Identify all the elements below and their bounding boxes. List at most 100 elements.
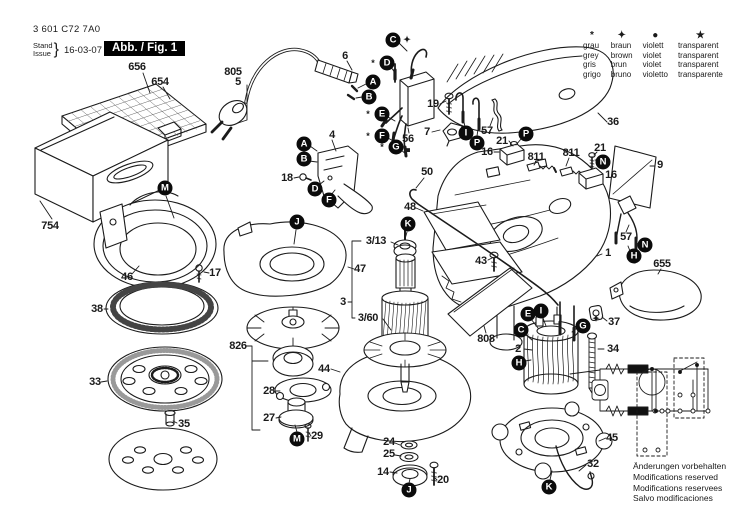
part-label-symbol-56-10: ■ (405, 145, 411, 155)
ref-letter-b-1: B (361, 89, 377, 105)
part-45-brush-plate (491, 401, 613, 480)
ref-letter-k-19: K (400, 216, 416, 232)
ref-letter-p-13: P (518, 126, 534, 142)
legend-term-1-1: brown (610, 50, 633, 60)
part-label-18-7: 18 (281, 172, 293, 184)
part-50-rod (409, 188, 559, 306)
stand-issue: Stand Issue } 16-03-07 (33, 41, 102, 59)
figure-label: Abb. / Fig. 1 (104, 41, 186, 56)
part-label-3-60-44: 3/60 (357, 312, 379, 324)
screw-18 (299, 173, 307, 181)
part-label-29-40: 29 (311, 430, 323, 442)
part-label-3-13-42: 3/13 (365, 235, 387, 247)
part-47-cover (223, 221, 347, 297)
part-label-654-1: 654 (151, 76, 169, 88)
ref-letter-e-20: E (520, 306, 536, 322)
ref-letter-c-2: C (385, 32, 401, 48)
part-label-57-11: 57 (481, 125, 493, 137)
part-label-2-29: 2 (515, 343, 521, 355)
part-655-boot (609, 269, 702, 321)
legend-term-2-2: violet (642, 60, 662, 70)
screw-17 (195, 264, 203, 283)
part-label-27-39: 27 (263, 412, 275, 424)
legend-term-1-2: brun (610, 60, 627, 70)
ref-letter-n-15: N (637, 237, 653, 253)
part-label-46-32: 46 (121, 271, 133, 283)
legend-term-3-3: transparente (677, 69, 723, 79)
part-38-brush-ring (105, 281, 219, 335)
part-label-24-46: 24 (383, 436, 395, 448)
legend-term-2-3: violetto (642, 69, 668, 79)
part-label-6-4: 6 (342, 50, 348, 62)
ref-letter-g-24: G (575, 318, 591, 334)
footer-note-2: Modifications reservees (633, 482, 723, 493)
ref-letter-h-23: H (511, 355, 527, 371)
part-label-9-19: 9 (657, 159, 663, 171)
part-label-21-12: 21 (496, 135, 508, 147)
part-3-armature (363, 227, 447, 393)
part-43-screw (489, 251, 499, 272)
ref-letter-c-22: C (513, 322, 529, 338)
part-label-44-41: 44 (318, 363, 330, 375)
legend-term-3-0: transparent (677, 41, 719, 50)
part-57-contact-b (614, 195, 638, 250)
part-label-655-22: 655 (653, 258, 671, 270)
ref-letter-symbol-g-24: ✦ (592, 313, 600, 324)
part-2-field-coil (523, 301, 579, 395)
part-label-34-28: 34 (607, 343, 619, 355)
ref-letter-f-10: F (321, 192, 337, 208)
part-label-826-37: 826 (229, 340, 247, 352)
ref-letter-b-8: B (296, 151, 312, 167)
part-57-contact-strip (491, 98, 503, 132)
part-35-pin (164, 409, 176, 427)
part-805-power-cord (210, 47, 322, 141)
part-label-7-9: 7 (424, 126, 430, 138)
part-label-57-20: 57 (620, 231, 632, 243)
legend-term-0-1: grey (583, 50, 599, 60)
circuit-schematic (569, 357, 711, 457)
doc-number: 3 601 C72 7A0 (33, 24, 101, 35)
legend-term-1-3: bruno (610, 69, 632, 79)
part-29-screw (304, 423, 312, 442)
part-label-33-35: 33 (89, 376, 101, 388)
part-14-bearing (392, 464, 428, 487)
ref-letter-d-3: D (379, 55, 395, 71)
part-7-clamp (442, 122, 463, 147)
part-label-3-43: 3 (340, 296, 346, 308)
part-label-35-36: 35 (178, 418, 190, 430)
part-label-16-13: 16 (481, 146, 493, 158)
ref-letter-e-4: E (374, 106, 390, 122)
part-label-47-45: 47 (354, 263, 366, 275)
legend-symbol-0: * (589, 30, 594, 41)
part-label-16-17: 16 (605, 169, 617, 181)
part-21-screw-b (588, 152, 596, 170)
legend-term-2-1: violet (642, 50, 662, 60)
ref-letter-g-6: G (388, 139, 404, 155)
legend-term-0-2: gris (583, 60, 596, 70)
part-label-43-25: 43 (475, 255, 487, 267)
ref-letter-j-26: J (401, 482, 417, 498)
part-37-grommet (588, 304, 604, 322)
part-19-screw (444, 92, 454, 115)
ref-letter-k-27: K (541, 479, 557, 495)
part-826-bearing-group (272, 345, 332, 442)
ref-letter-i-21: I (533, 303, 549, 319)
part-label-32-31: 32 (587, 458, 599, 470)
part-46-skirt (93, 191, 217, 289)
legend-term-0-3: grigo (583, 69, 601, 79)
legend-symbol-2: ● (652, 30, 659, 41)
part-36-handle-cover (437, 46, 614, 134)
legend-term-1-0: braun (610, 41, 632, 50)
legend-term-2-0: violett (642, 41, 664, 50)
part-label-656-0: 656 (128, 61, 146, 73)
part-label-36-18: 36 (607, 116, 619, 128)
part-label-754-5: 754 (41, 220, 59, 232)
part-33-sanding-pad (107, 346, 223, 412)
legend-term-3-1: transparent (677, 50, 719, 60)
ref-letter-h-16: H (626, 248, 642, 264)
